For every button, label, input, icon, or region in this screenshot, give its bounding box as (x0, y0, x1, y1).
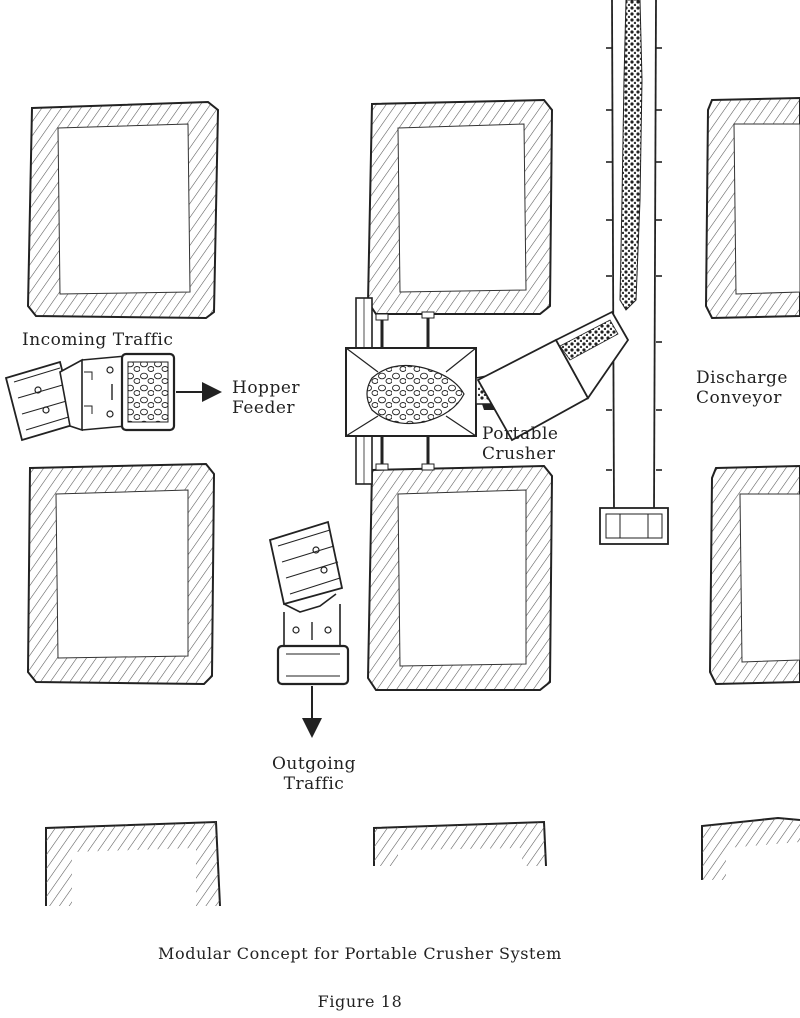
hopper-feeder-label-line1: Hopper (232, 378, 301, 398)
pillar-top-center (366, 98, 554, 315)
portable-crusher-label-line2: Crusher (482, 444, 556, 464)
incoming-loader-vehicle (4, 352, 176, 442)
incoming-traffic-label: Incoming Traffic (22, 330, 174, 350)
pillar-mid-left (26, 462, 216, 686)
pillar-top-left (26, 100, 220, 320)
pillar-mid-right (708, 464, 800, 686)
portable-crusher (345, 297, 630, 485)
hopper-feeder-label-line2: Feeder (232, 398, 296, 418)
figure-caption: Modular Concept for Portable Crusher Sys… (158, 944, 562, 963)
discharge-conveyor-label: Discharge Conveyor (696, 368, 788, 408)
portable-crusher-label-line1: Portable (482, 424, 559, 444)
discharge-conveyor-label-line2: Conveyor (696, 388, 782, 408)
pillar-bottom-center (373, 820, 547, 867)
outgoing-traffic-label-line1: Outgoing (271, 754, 357, 774)
pillar-bottom-left (45, 820, 221, 907)
discharge-conveyor (599, 0, 669, 545)
figure-number: Figure 18 (317, 992, 403, 1011)
pillar-bottom-right (701, 816, 800, 880)
portable-crusher-label: Portable Crusher (482, 424, 558, 464)
hopper-feeder-label: Hopper Feeder (232, 378, 300, 418)
pillar-mid-center (366, 464, 554, 691)
pillar-top-right (704, 96, 800, 320)
outgoing-loader-vehicle (268, 520, 350, 686)
outgoing-traffic-label: Outgoing Traffic (254, 754, 374, 794)
discharge-conveyor-label-line1: Discharge (696, 368, 788, 388)
outgoing-traffic-label-line2: Traffic (283, 774, 345, 794)
